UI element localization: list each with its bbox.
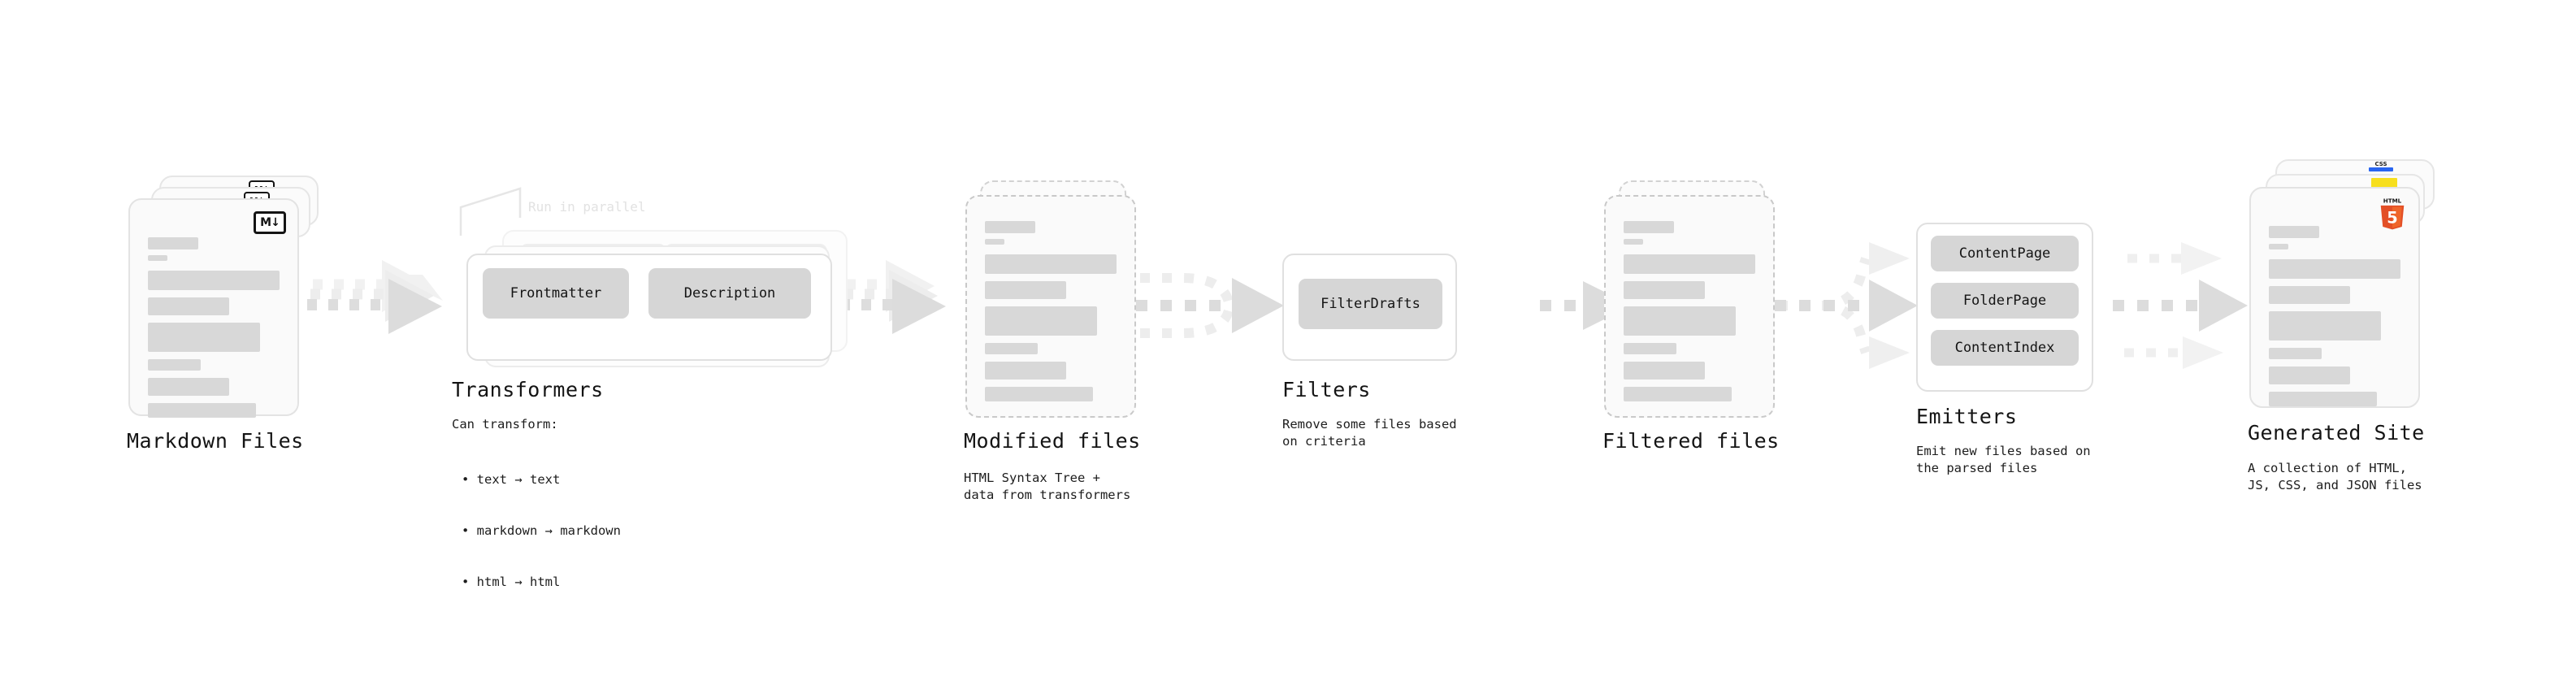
arrow-markdown-to-transformers — [307, 260, 443, 334]
modified-files-subtitle: HTML Syntax Tree + data from transformer… — [964, 471, 1131, 502]
doc-line — [148, 323, 260, 352]
doc-line — [148, 359, 201, 371]
emitters-chip-contentindex[interactable]: ContentIndex — [1931, 330, 2079, 366]
filters-chip-filterdrafts[interactable]: FilterDrafts — [1299, 279, 1442, 329]
doc-line — [985, 387, 1093, 401]
doc-line — [985, 343, 1038, 354]
stage-title-transformers: Transformers — [452, 378, 604, 401]
svg-text:HTML: HTML — [2383, 197, 2402, 205]
modified-card — [965, 195, 1136, 418]
doc-line — [985, 239, 1004, 245]
filtered-card-lines — [1624, 221, 1755, 401]
transformers-bullet-2: • html → html — [462, 575, 561, 589]
arrowhead-emitter-2 — [1869, 280, 1918, 332]
doc-line — [2269, 392, 2377, 406]
emitters-subtitle: Emit new files based on the parsed files — [1916, 444, 2091, 475]
arrowhead-emitter-1 — [1869, 242, 1910, 275]
doc-line — [2269, 226, 2319, 238]
arrow-modified-to-filters — [1136, 273, 1236, 338]
html5-icon: HTML 5 — [2380, 197, 2405, 230]
doc-line — [2269, 311, 2381, 340]
doc-line — [148, 297, 230, 315]
markdown-card: M↓ — [128, 198, 299, 418]
arrow-emitters-to-site — [2113, 242, 2248, 369]
transformers-bullet-1: • markdown → markdown — [462, 523, 621, 538]
svg-text:5: 5 — [2387, 209, 2397, 228]
doc-line — [148, 378, 230, 396]
filtered-card — [1604, 195, 1775, 418]
doc-line — [1624, 239, 1643, 245]
doc-line — [1624, 221, 1674, 233]
run-in-parallel-bracket — [459, 187, 522, 236]
doc-line — [2269, 348, 2322, 359]
doc-line — [1624, 362, 1706, 380]
transformers-subtitle: Can transform: — [452, 417, 558, 432]
arrow-filtered-to-emitters — [1775, 257, 1871, 354]
doc-line — [1624, 254, 1755, 274]
html5-badge: HTML 5 — [2378, 197, 2407, 231]
stage-title-generated-site: Generated Site — [2248, 421, 2425, 445]
doc-line — [148, 403, 256, 418]
run-in-parallel-label: Run in parallel — [528, 199, 646, 215]
doc-line — [148, 255, 167, 261]
transformers-bullets: • text → text • markdown → markdown • ht… — [462, 437, 621, 625]
stage-title-filters: Filters — [1282, 378, 1371, 401]
generated-site-subtitle: A collection of HTML, JS, CSS, and JSON … — [2248, 461, 2422, 492]
doc-line — [1624, 281, 1706, 299]
modified-card-lines — [985, 221, 1117, 401]
doc-line — [985, 281, 1067, 299]
css-badge-bar — [2369, 167, 2393, 171]
stage-title-markdown-files: Markdown Files — [127, 429, 304, 453]
arrowhead-emitter-3 — [1869, 336, 1910, 369]
css-badge: CSS — [2369, 161, 2393, 171]
doc-line — [2269, 286, 2351, 304]
doc-line — [1624, 343, 1676, 354]
doc-line — [2269, 244, 2288, 249]
doc-line — [1624, 306, 1736, 336]
transformers-bullet-0: • text → text — [462, 472, 561, 487]
css-badge-label: CSS — [2374, 161, 2387, 167]
transformer-chip-frontmatter[interactable]: Frontmatter — [483, 268, 629, 319]
transformer-chip-description[interactable]: Description — [648, 268, 811, 319]
doc-line — [985, 306, 1097, 336]
doc-line — [1624, 387, 1732, 401]
doc-line — [985, 254, 1117, 274]
doc-line — [148, 271, 280, 290]
stage-title-filtered-files: Filtered files — [1602, 429, 1780, 453]
emitters-chip-contentpage[interactable]: ContentPage — [1931, 236, 2079, 271]
site-card: HTML 5 — [2249, 187, 2420, 408]
doc-line — [148, 237, 198, 249]
markdown-badge: M↓ — [254, 211, 286, 234]
doc-line — [985, 362, 1067, 380]
stage-title-emitters: Emitters — [1916, 405, 2018, 428]
doc-line — [985, 221, 1035, 233]
doc-line — [2269, 259, 2400, 279]
stage-title-modified-files: Modified files — [964, 429, 1141, 453]
arrowhead-filters — [1232, 278, 1284, 333]
filters-subtitle: Remove some files based on criteria — [1282, 417, 1457, 449]
markdown-card-lines — [148, 237, 280, 418]
site-card-lines — [2269, 226, 2400, 406]
emitters-chip-folderpage[interactable]: FolderPage — [1931, 283, 2079, 319]
doc-line — [2269, 367, 2351, 384]
